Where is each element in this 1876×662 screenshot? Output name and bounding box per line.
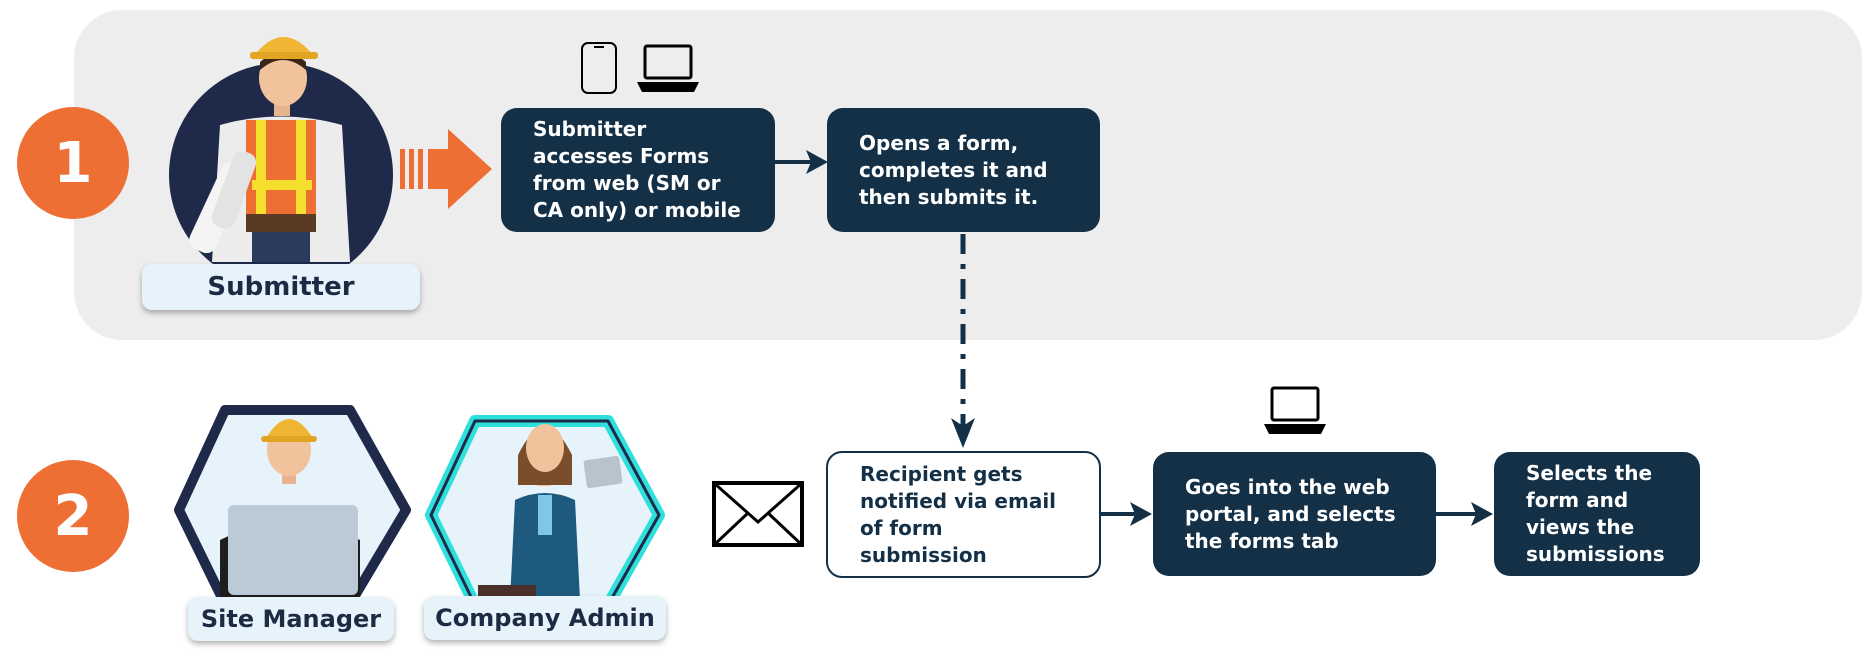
box-recipient-notified-text: Recipient gets notified via email of for… (860, 461, 1057, 567)
submitter-label: Submitter (142, 264, 420, 310)
phone-icon (581, 42, 617, 94)
box-submitter-access: Submitter accesses Forms from web (SM or… (501, 108, 775, 232)
step-1-badge: 1 (17, 107, 129, 219)
arrow-access-to-open (775, 150, 828, 174)
arrow-portal-to-select (1436, 502, 1493, 526)
laptop-icon (1264, 386, 1326, 434)
company-admin-label: Company Admin (424, 596, 666, 640)
box-select-form-text: Selects the form and views the submissio… (1526, 461, 1665, 566)
laptop-icon (637, 44, 699, 92)
box-select-form: Selects the form and views the submissio… (1494, 452, 1700, 576)
box-submitter-access-text: Submitter accesses Forms from web (SM or… (533, 117, 741, 222)
box-recipient-notified: Recipient gets notified via email of for… (826, 451, 1101, 578)
site-manager-label: Site Manager (188, 597, 394, 641)
arrow-notify-to-portal (1101, 502, 1152, 526)
box-open-form-text: Opens a form, completes it and then subm… (859, 130, 1048, 209)
box-web-portal-text: Goes into the web portal, and selects th… (1185, 474, 1396, 553)
box-open-form: Opens a form, completes it and then subm… (827, 108, 1100, 232)
envelope-icon (712, 481, 804, 547)
box-web-portal: Goes into the web portal, and selects th… (1153, 452, 1436, 576)
step-2-badge: 2 (17, 460, 129, 572)
dashed-arrow-open-to-notify (951, 234, 975, 448)
